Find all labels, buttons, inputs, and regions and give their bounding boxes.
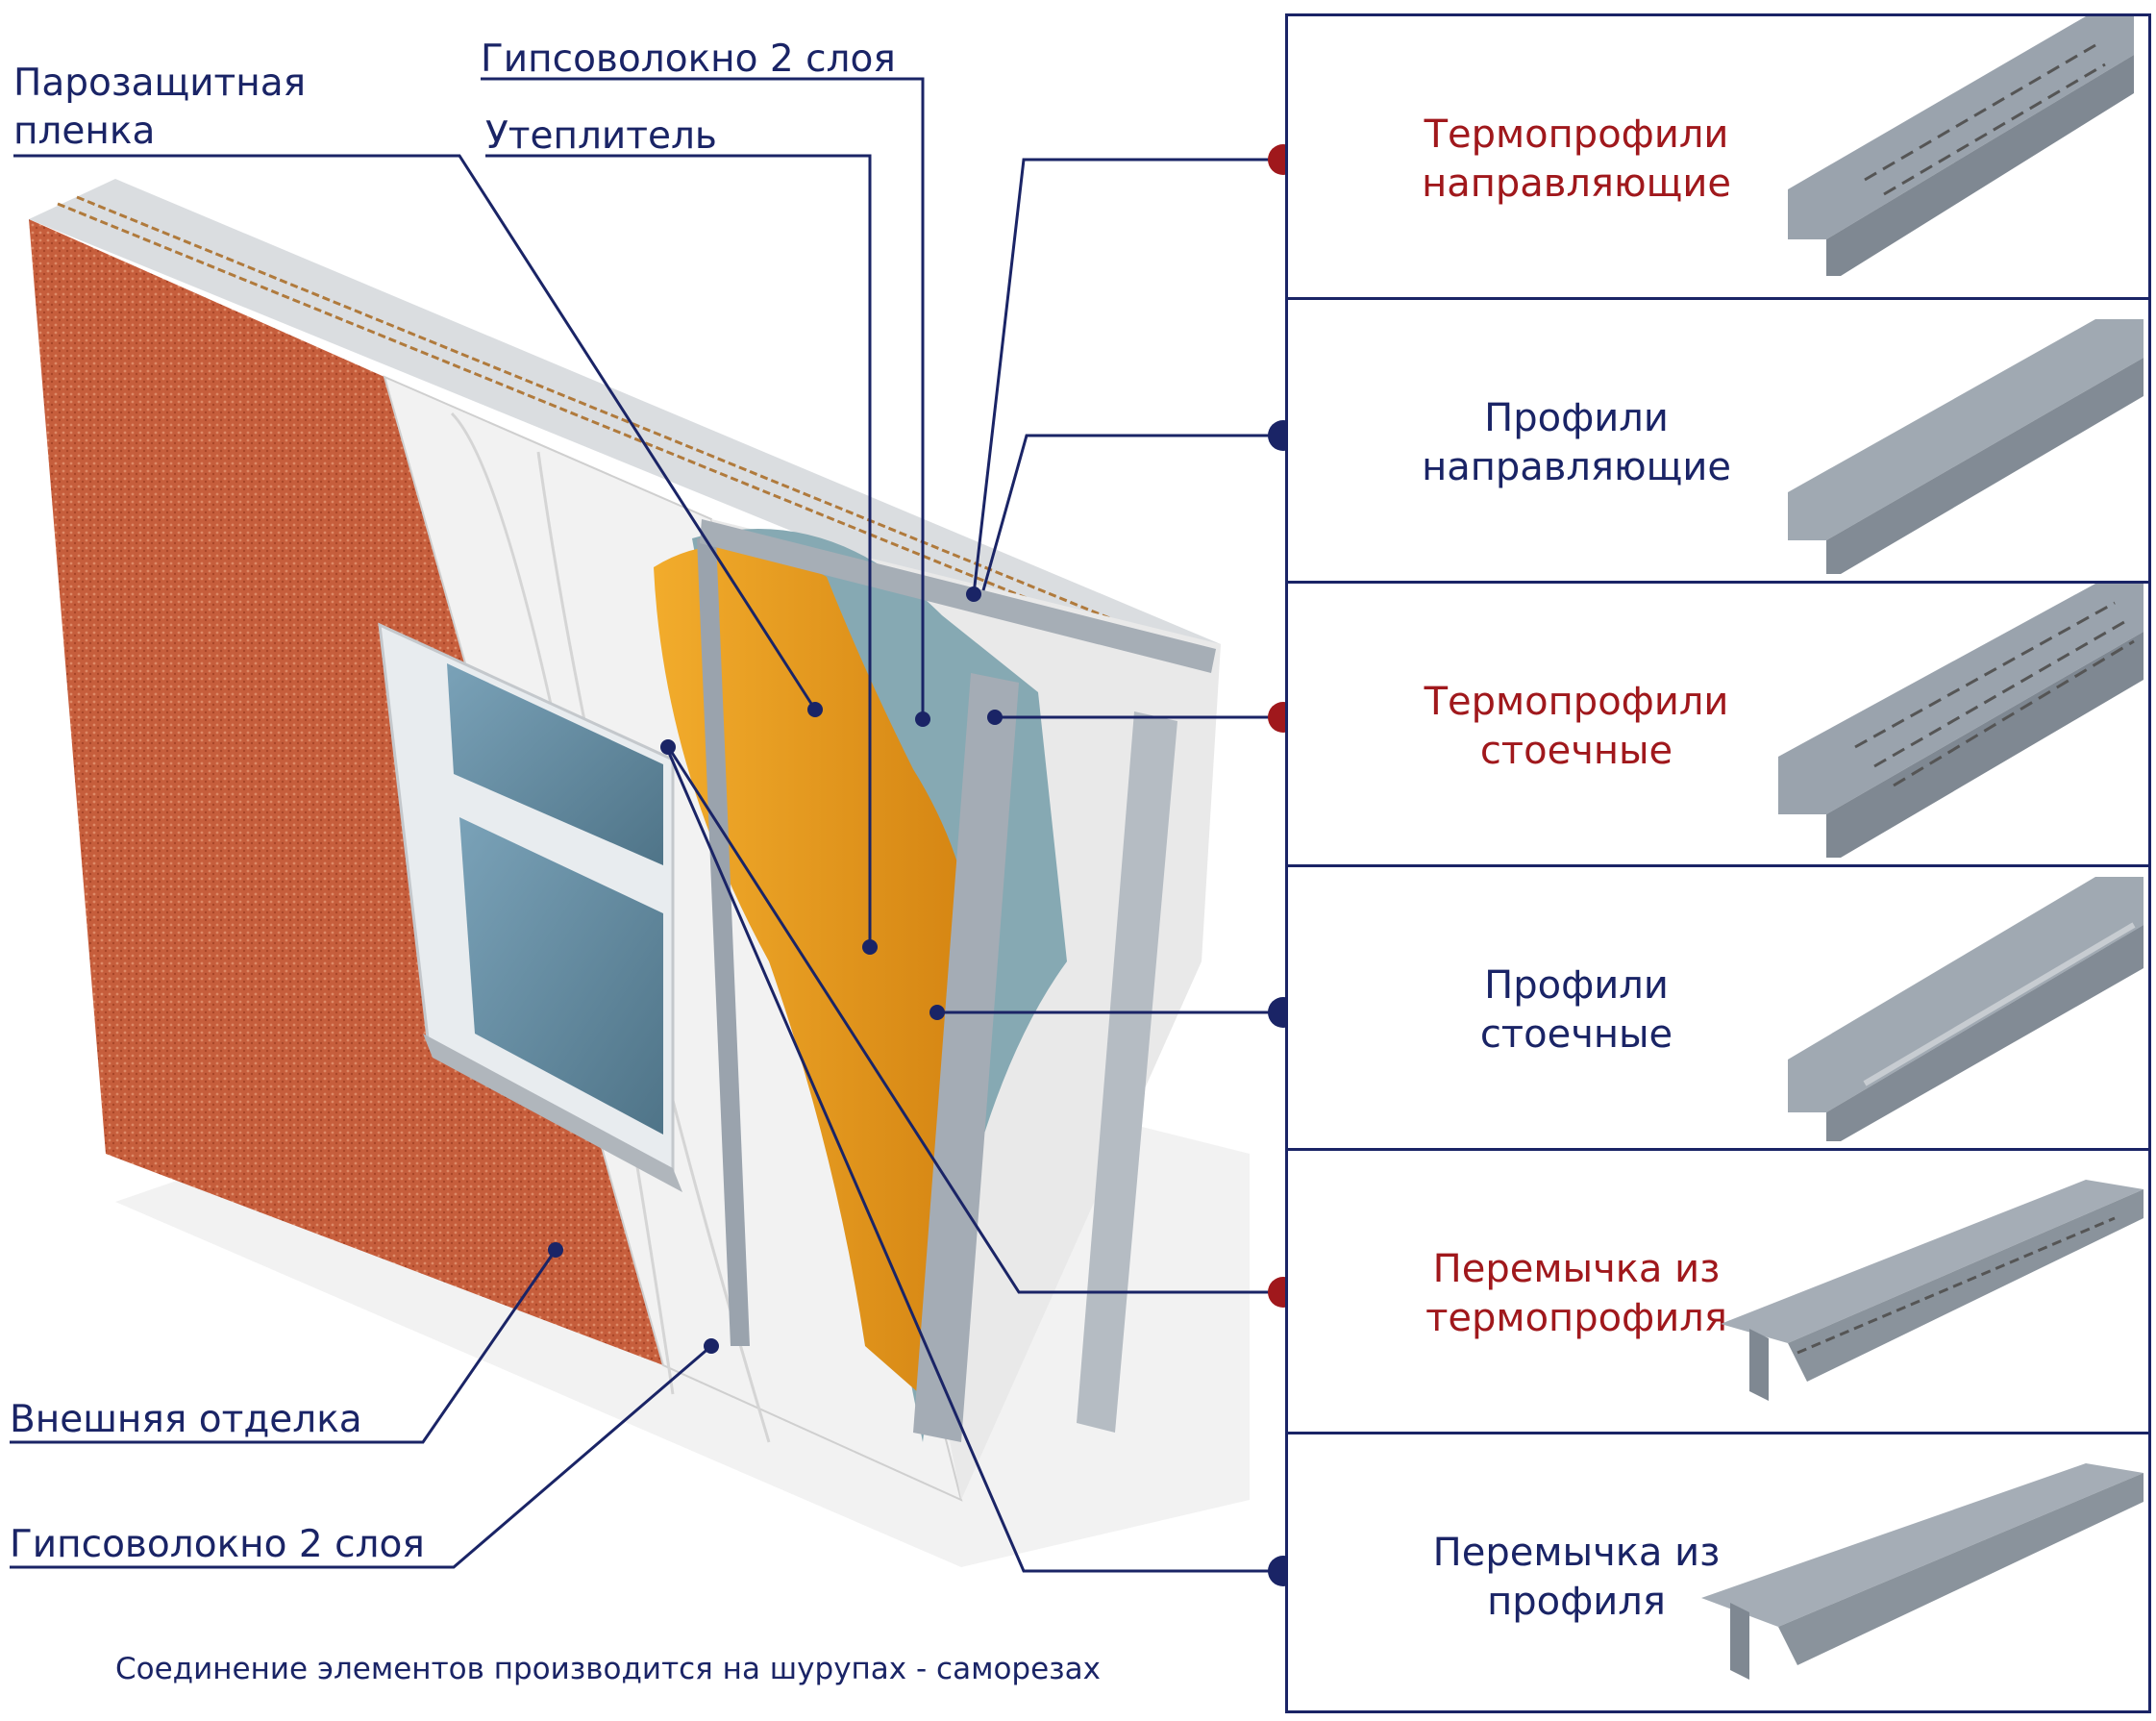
leader-vapor-film	[13, 154, 817, 711]
thermo-stud-icon	[1778, 584, 2144, 858]
thermo-lintel-icon	[1721, 1180, 2144, 1401]
leader-track	[981, 434, 1283, 591]
stud-icon	[1788, 877, 2144, 1141]
profile-title: Профили стоечные	[1479, 963, 1673, 1057]
leader-insulation	[485, 154, 872, 947]
profile-title: Термопрофили стоечные	[1424, 680, 1729, 773]
window-glass-top	[447, 663, 663, 865]
leader-lintel	[664, 745, 1283, 1573]
profile-cell-thermo-track: Термопрофили направляющие	[1288, 16, 2148, 300]
profile-title: Термопрофили направляющие	[1422, 112, 1731, 206]
stud-profile-right	[913, 673, 1019, 1442]
profile-cell-stud: Профили стоечные	[1288, 867, 2148, 1151]
leader-gypsum-top	[481, 77, 925, 719]
stud-profile-left	[697, 538, 750, 1346]
profile-title: Перемычка из термопрофиля	[1425, 1247, 1727, 1340]
label-exterior: Внешняя отделка	[10, 1398, 362, 1441]
footnote: Соединение элементов производится на шур…	[115, 1652, 1102, 1686]
profile-cell-thermo-stud: Термопрофили стоечные	[1288, 584, 2148, 867]
profile-cell-lintel: Перемычка из профиля	[1288, 1434, 2148, 1716]
window-glass-bottom	[459, 817, 663, 1135]
thermo-track-icon	[1788, 16, 2134, 276]
leader-thermo-lintel	[667, 747, 1283, 1294]
track-icon	[1788, 319, 2144, 574]
label-gypsum-bottom: Гипсоволокно 2 слоя	[10, 1523, 425, 1566]
insulation-layer	[654, 545, 978, 1413]
profile-cell-thermo-lintel: Перемычка из термопрофиля	[1288, 1151, 2148, 1434]
stud-profile-edge	[1077, 711, 1177, 1433]
leader-gypsum-bottom	[10, 1344, 712, 1569]
leader-thermo-track	[972, 158, 1283, 595]
leader-exterior	[10, 1249, 558, 1444]
label-insulation: Утеплитель	[485, 114, 717, 158]
lintel-icon	[1701, 1463, 2144, 1680]
label-gypsum-top: Гипсоволокно 2 слоя	[481, 37, 896, 81]
window-sill	[423, 1034, 682, 1192]
profile-title: Профили направляющие	[1422, 396, 1731, 489]
top-track	[700, 519, 1216, 673]
label-vapor-film: Парозащитная пленка	[13, 62, 307, 153]
profile-title: Перемычка из профиля	[1432, 1531, 1721, 1624]
profiles-panel: Термопрофили направляющие Профили направ…	[1285, 13, 2151, 1713]
profile-cell-track: Профили направляющие	[1288, 300, 2148, 584]
